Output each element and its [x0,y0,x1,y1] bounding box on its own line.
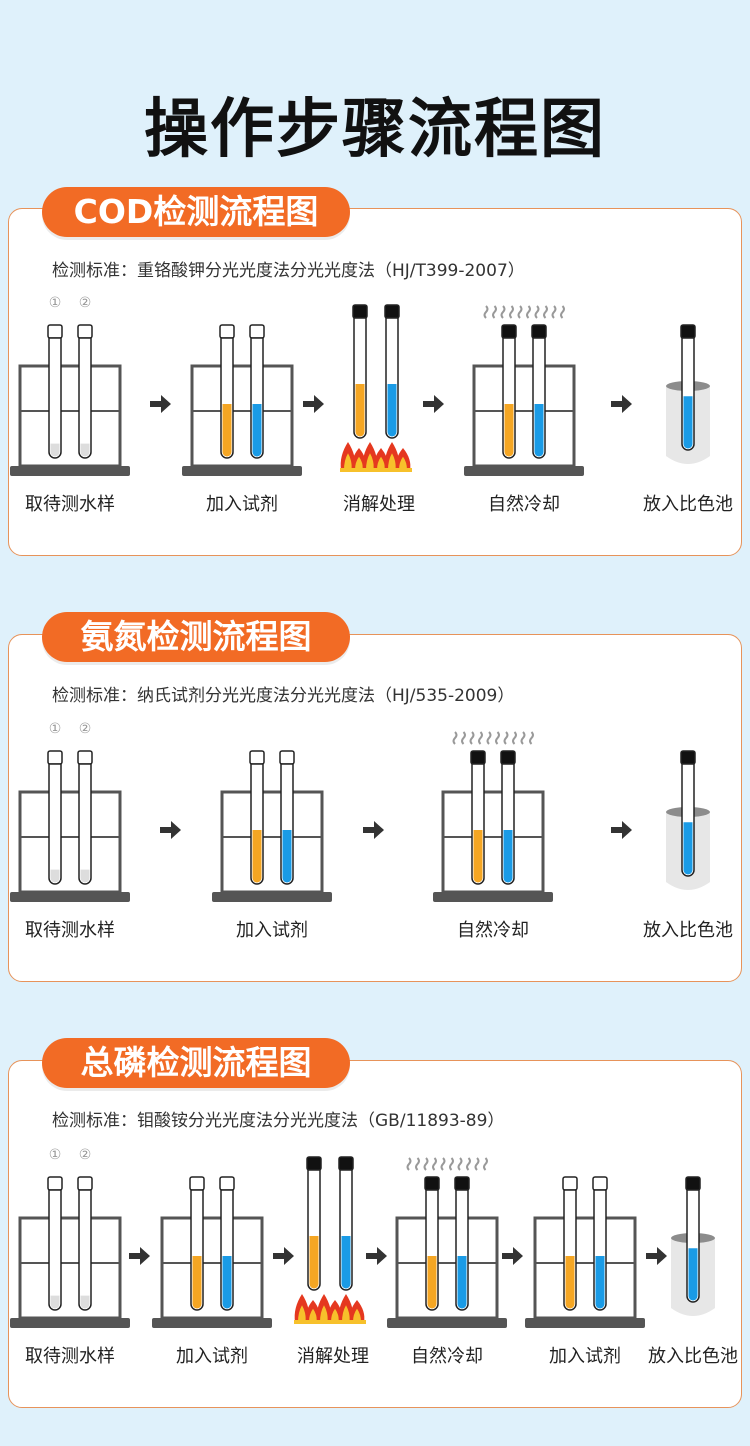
arrow-right-icon [423,395,444,413]
test-tube-orange [470,750,486,885]
tube-number-marker: ① [49,1147,62,1163]
step-label: 放入比色池 [643,494,733,515]
tube-rack [10,790,130,902]
cod-card [8,208,742,556]
test-tube-blue [338,1156,354,1291]
test-tube-orange [219,324,235,459]
ammonia-section-title: 氨氮检测流程图 [42,612,350,662]
test-tube-blue [680,750,696,877]
cod-standard: 检测标准：重铬酸钾分光光度法分光光度法（HJ/T399-2007） [52,261,525,281]
tube-rack [525,1216,645,1328]
tube-rack [182,364,302,476]
test-tube-blue [500,750,516,885]
ammonia-card [8,634,742,982]
tube-rack [212,790,332,902]
step-label: 加入试剂 [549,1346,621,1367]
step-label: 取待测水样 [25,920,115,941]
step-label: 放入比色池 [643,920,733,941]
step-label: 放入比色池 [648,1346,738,1367]
tube-rack [464,364,584,476]
step-label: 消解处理 [297,1346,369,1367]
test-tube-blue [592,1176,608,1311]
arrow-right-icon [502,1247,523,1265]
test-tube-blue [384,304,400,439]
tube-number-marker: ② [79,721,92,737]
step-label: 自然冷却 [411,1346,483,1367]
step-label: 加入试剂 [236,920,308,941]
test-tube-orange [562,1176,578,1311]
step-label: 取待测水样 [25,1346,115,1367]
arrow-right-icon [160,821,181,839]
arrow-right-icon [611,821,632,839]
arrow-right-icon [303,395,324,413]
tube-number-marker: ② [79,1147,92,1163]
arrow-right-icon [366,1247,387,1265]
tube-rack [10,1216,130,1328]
test-tube-blue [454,1176,470,1311]
steam-icon [452,731,534,745]
test-tube [77,324,93,459]
test-tube [77,1176,93,1311]
test-tube-blue [219,1176,235,1311]
arrow-right-icon [273,1247,294,1265]
test-tube [47,324,63,459]
phosphorus-standard: 检测标准：钼酸铵分光光度法分光光度法（GB/11893-89） [52,1111,505,1131]
phosphorus-card [8,1060,742,1408]
flame-icon [294,1294,366,1324]
step-label: 自然冷却 [488,494,560,515]
test-tube-blue [279,750,295,885]
test-tube [47,750,63,885]
cod-section-title: COD检测流程图 [42,187,350,237]
tube-rack [433,790,553,902]
tube-number-marker: ① [49,721,62,737]
tube-rack [387,1216,507,1328]
step-label: 自然冷却 [457,920,529,941]
page-title: 操作步骤流程图 [144,93,606,167]
test-tube-orange [306,1156,322,1291]
steam-icon [483,305,565,319]
step-label: 加入试剂 [206,494,278,515]
test-tube-orange [189,1176,205,1311]
test-tube [47,1176,63,1311]
tube-rack [10,364,130,476]
step-label: 取待测水样 [25,494,115,515]
test-tube-orange [352,304,368,439]
flame-icon [340,442,412,472]
arrow-right-icon [129,1247,150,1265]
test-tube-blue [685,1176,701,1303]
test-tube-orange [249,750,265,885]
ammonia-standard: 检测标准：纳氏试剂分光光度法分光光度法（HJ/535-2009） [52,686,515,706]
arrow-right-icon [150,395,171,413]
tube-rack [152,1216,272,1328]
test-tube-orange [501,324,517,459]
steam-icon [406,1157,488,1171]
tube-number-marker: ② [79,295,92,311]
arrow-right-icon [363,821,384,839]
tube-number-marker: ① [49,295,62,311]
test-tube [77,750,93,885]
step-label: 加入试剂 [176,1346,248,1367]
test-tube-blue [531,324,547,459]
test-tube-blue [680,324,696,451]
arrow-right-icon [611,395,632,413]
arrow-right-icon [646,1247,667,1265]
test-tube-orange [424,1176,440,1311]
phosphorus-section-title: 总磷检测流程图 [42,1038,350,1088]
step-label: 消解处理 [343,494,415,515]
test-tube-blue [249,324,265,459]
